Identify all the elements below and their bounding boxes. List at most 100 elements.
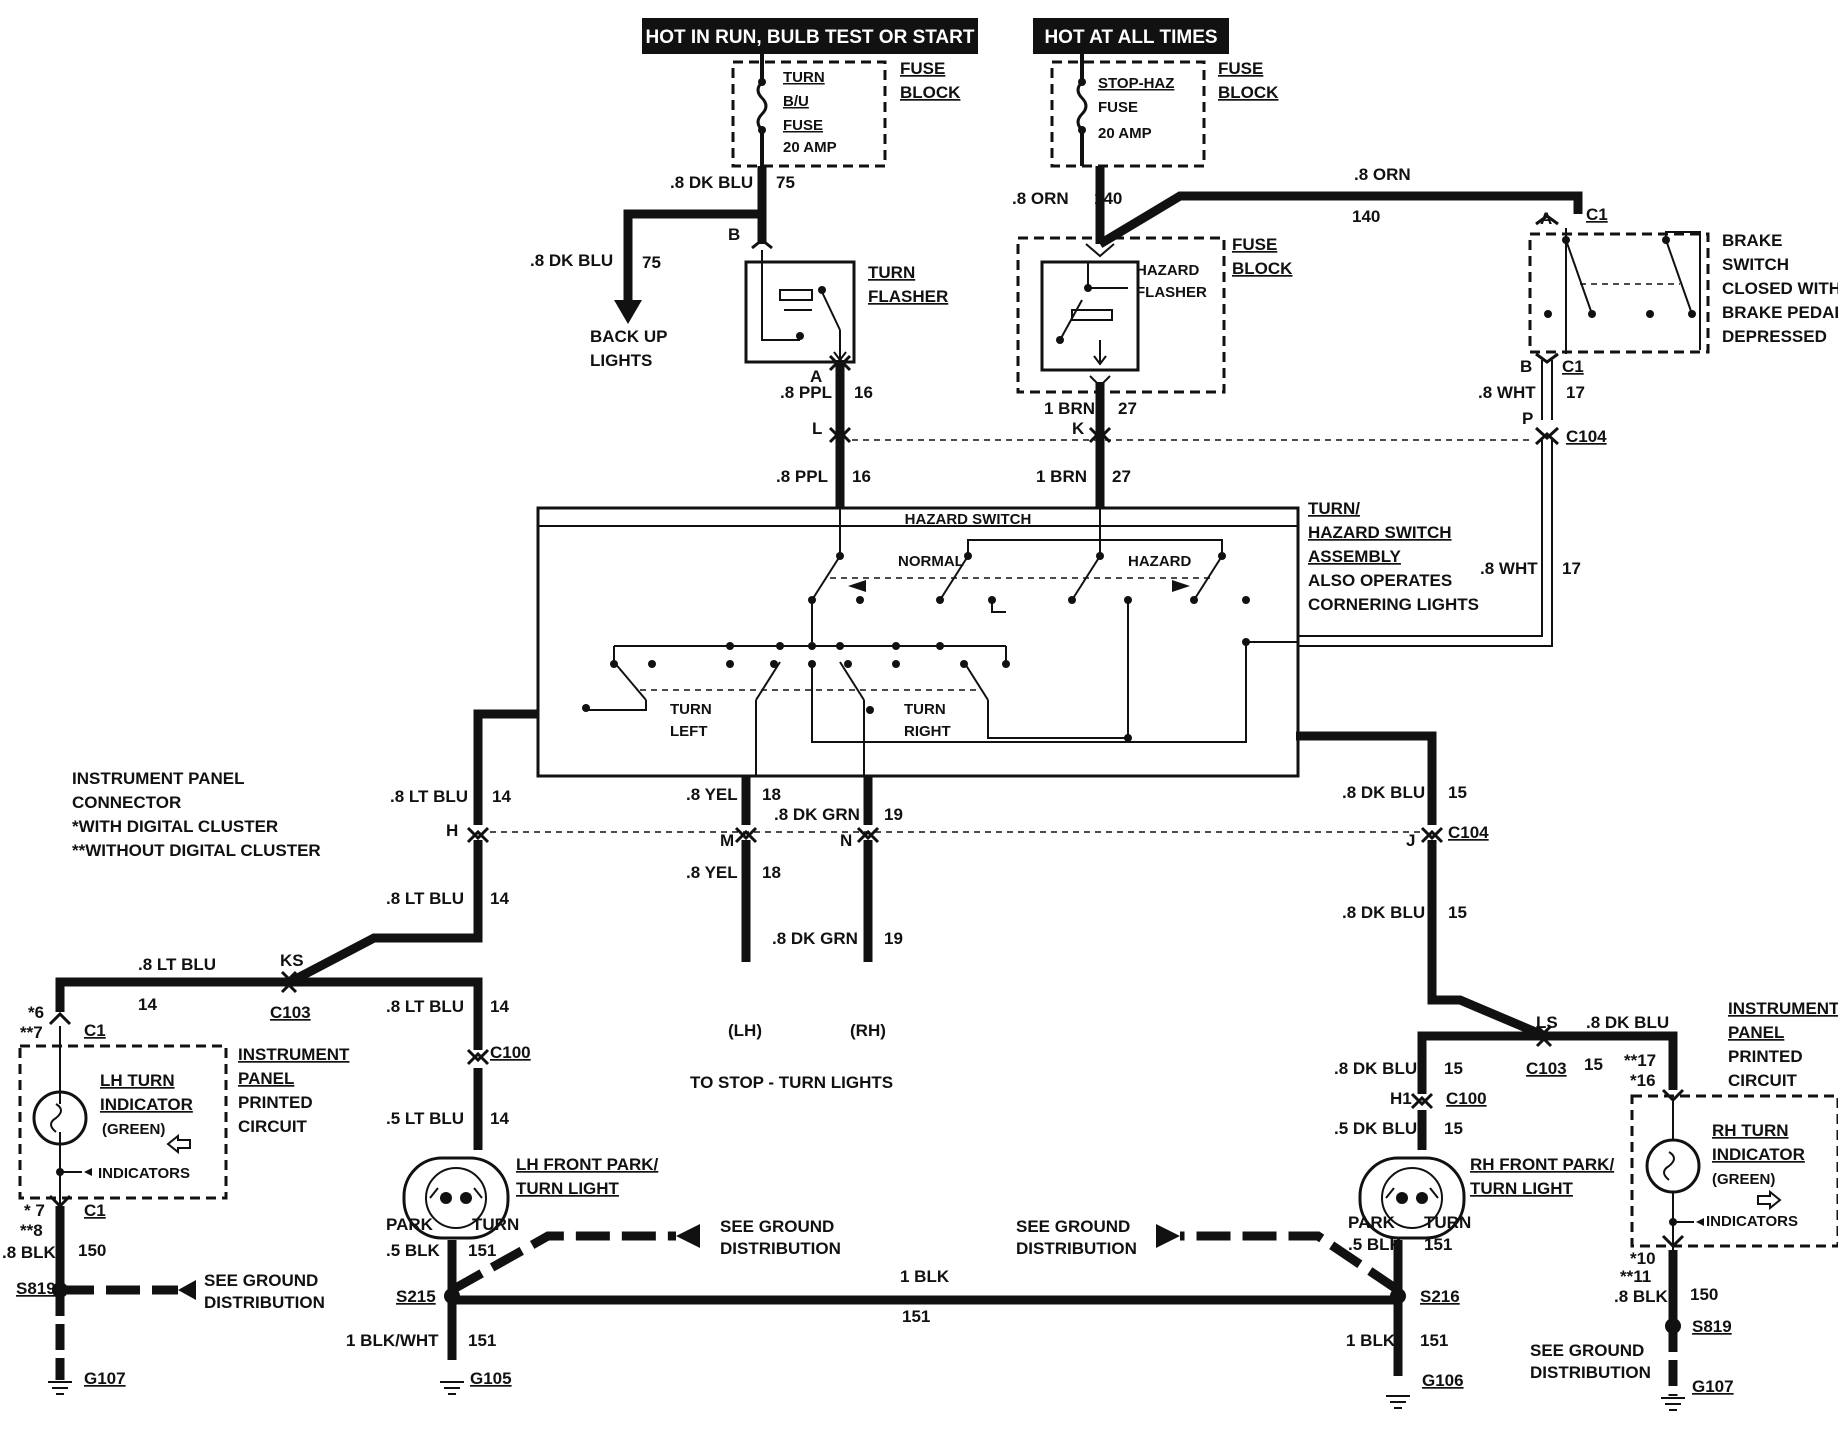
svg-text:151: 151 bbox=[1424, 1235, 1452, 1254]
turn-flasher: TURN FLASHER bbox=[744, 250, 948, 364]
svg-text:(GREEN): (GREEN) bbox=[102, 1121, 165, 1138]
svg-text:BACK UP: BACK UP bbox=[590, 327, 667, 346]
svg-text:FUSE: FUSE bbox=[1098, 99, 1138, 116]
rh-front-park-turn-light: RH FRONT PARK/ TURN LIGHT PARK TURN bbox=[1348, 1155, 1614, 1240]
svg-text:TURN LIGHT: TURN LIGHT bbox=[1470, 1179, 1574, 1198]
hazard-flasher-fuse-block: HAZARD FLASHER FUSE BLOCK bbox=[1016, 235, 1293, 394]
svg-text:TURN LIGHT: TURN LIGHT bbox=[516, 1179, 620, 1198]
svg-text:16: 16 bbox=[852, 467, 871, 486]
svg-text:150: 150 bbox=[78, 1241, 106, 1260]
svg-text:14: 14 bbox=[490, 1109, 509, 1128]
instrument-panel-connector-note: INSTRUMENT PANEL CONNECTOR *WITH DIGITAL… bbox=[72, 769, 321, 860]
svg-text:**11: **11 bbox=[1620, 1267, 1651, 1286]
ground-arrow-left bbox=[178, 1280, 196, 1300]
wire-17-white bbox=[1298, 360, 1553, 647]
svg-text:(LH): (LH) bbox=[728, 1021, 762, 1040]
svg-text:KS: KS bbox=[280, 951, 304, 970]
svg-text:.8 DK BLU: .8 DK BLU bbox=[1334, 1059, 1417, 1078]
svg-text:.8 LT BLU: .8 LT BLU bbox=[386, 889, 464, 908]
svg-text:FLASHER: FLASHER bbox=[868, 287, 948, 306]
svg-text:FUSE: FUSE bbox=[1232, 235, 1277, 254]
svg-text:.5 LT BLU: .5 LT BLU bbox=[386, 1109, 464, 1128]
svg-text:*16: *16 bbox=[1630, 1071, 1656, 1090]
svg-text:G105: G105 bbox=[470, 1369, 512, 1388]
svg-text:*6: *6 bbox=[28, 1003, 44, 1022]
svg-text:PARK: PARK bbox=[386, 1215, 434, 1234]
svg-text:(RH): (RH) bbox=[850, 1021, 886, 1040]
svg-text:20 AMP: 20 AMP bbox=[1098, 125, 1152, 142]
svg-text:.8 YEL: .8 YEL bbox=[686, 785, 738, 804]
svg-text:.8 DK GRN: .8 DK GRN bbox=[774, 805, 860, 824]
svg-text:DISTRIBUTION: DISTRIBUTION bbox=[204, 1293, 325, 1312]
svg-text:C100: C100 bbox=[1446, 1089, 1487, 1108]
svg-text:**WITHOUT DIGITAL CLUSTER: **WITHOUT DIGITAL CLUSTER bbox=[72, 841, 321, 860]
svg-text:A: A bbox=[1540, 209, 1552, 228]
svg-text:DISTRIBUTION: DISTRIBUTION bbox=[1016, 1239, 1137, 1258]
svg-text:G107: G107 bbox=[1692, 1377, 1734, 1396]
svg-text:BRAKE PEDAL: BRAKE PEDAL bbox=[1722, 303, 1838, 322]
svg-text:RH FRONT PARK/: RH FRONT PARK/ bbox=[1470, 1155, 1614, 1174]
splice-dots bbox=[52, 1282, 1681, 1334]
svg-text:TURN: TURN bbox=[904, 701, 946, 718]
svg-text:.8 DK BLU: .8 DK BLU bbox=[1586, 1013, 1669, 1032]
svg-text:K: K bbox=[1072, 419, 1085, 438]
svg-text:SEE GROUND: SEE GROUND bbox=[1016, 1217, 1130, 1236]
svg-text:B: B bbox=[728, 225, 740, 244]
svg-text:SEE GROUND: SEE GROUND bbox=[720, 1217, 834, 1236]
svg-text:TURN: TURN bbox=[670, 701, 712, 718]
svg-text:14: 14 bbox=[490, 997, 509, 1016]
svg-text:S819: S819 bbox=[1692, 1317, 1732, 1336]
svg-text:1 BLK/WHT: 1 BLK/WHT bbox=[346, 1331, 439, 1350]
svg-text:INSTRUMENT: INSTRUMENT bbox=[238, 1045, 350, 1064]
svg-text:ALSO OPERATES: ALSO OPERATES bbox=[1308, 571, 1452, 590]
svg-text:LH FRONT PARK/: LH FRONT PARK/ bbox=[516, 1155, 659, 1174]
svg-text:C1: C1 bbox=[84, 1021, 106, 1040]
svg-text:17: 17 bbox=[1566, 383, 1585, 402]
svg-text:DISTRIBUTION: DISTRIBUTION bbox=[1530, 1363, 1651, 1382]
connector-chevrons bbox=[48, 214, 1685, 1249]
rh-ip-printed-circuit-label: INSTRUMENT PANEL PRINTED CIRCUIT bbox=[1728, 999, 1838, 1090]
svg-text:* 7: * 7 bbox=[24, 1201, 45, 1220]
svg-text:STOP-HAZ: STOP-HAZ bbox=[1098, 75, 1174, 92]
svg-text:B: B bbox=[1520, 357, 1532, 376]
lh-front-park-turn-light: LH FRONT PARK/ TURN LIGHT PARK TURN bbox=[386, 1155, 659, 1240]
svg-text:SEE GROUND: SEE GROUND bbox=[204, 1271, 318, 1290]
svg-text:151: 151 bbox=[468, 1241, 496, 1260]
svg-text:*WITH DIGITAL CLUSTER: *WITH DIGITAL CLUSTER bbox=[72, 817, 278, 836]
svg-text:LEFT: LEFT bbox=[670, 723, 708, 740]
stop-turn-lights-label: (LH) (RH) TO STOP - TURN LIGHTS bbox=[690, 1021, 893, 1092]
svg-text:18: 18 bbox=[762, 863, 781, 882]
svg-text:.8 WHT: .8 WHT bbox=[1480, 559, 1538, 578]
svg-text:.8 DK BLU: .8 DK BLU bbox=[530, 251, 613, 270]
svg-text:15: 15 bbox=[1444, 1059, 1463, 1078]
brake-switch: BRAKE SWITCH CLOSED WITH BRAKE PEDAL DEP… bbox=[1528, 228, 1838, 354]
pin-labels: *6 **7 * 7 **8 **17 *16 *10 **11 bbox=[20, 1003, 1656, 1286]
svg-text:S216: S216 bbox=[1420, 1287, 1460, 1306]
svg-text:140: 140 bbox=[1094, 189, 1122, 208]
svg-text:HOT IN RUN, BULB TEST OR STA: HOT IN RUN, BULB TEST OR START bbox=[646, 27, 975, 48]
svg-text:14: 14 bbox=[492, 787, 511, 806]
svg-text:1 BLK: 1 BLK bbox=[1346, 1331, 1396, 1350]
svg-text:.8 DK BLU: .8 DK BLU bbox=[1342, 783, 1425, 802]
svg-text:.8 PPL: .8 PPL bbox=[780, 383, 832, 402]
svg-text:151: 151 bbox=[902, 1307, 930, 1326]
banner-hot-in-run: HOT IN RUN, BULB TEST OR START bbox=[642, 18, 978, 54]
svg-text:BLOCK: BLOCK bbox=[900, 83, 961, 102]
svg-text:C104: C104 bbox=[1566, 427, 1607, 446]
svg-text:FUSE: FUSE bbox=[783, 117, 823, 134]
svg-text:151: 151 bbox=[468, 1331, 496, 1350]
svg-text:LH TURN: LH TURN bbox=[100, 1071, 175, 1090]
svg-text:.8 LT BLU: .8 LT BLU bbox=[390, 787, 468, 806]
svg-text:P: P bbox=[1522, 409, 1533, 428]
svg-text:RH TURN: RH TURN bbox=[1712, 1121, 1789, 1140]
svg-text:18: 18 bbox=[762, 785, 781, 804]
svg-text:N: N bbox=[840, 831, 852, 850]
svg-text:.8 DK BLU: .8 DK BLU bbox=[670, 173, 753, 192]
svg-text:INSTRUMENT PANEL: INSTRUMENT PANEL bbox=[72, 769, 245, 788]
svg-text:HAZARD SWITCH: HAZARD SWITCH bbox=[1308, 523, 1452, 542]
svg-text:G106: G106 bbox=[1422, 1371, 1464, 1390]
svg-text:FLASHER: FLASHER bbox=[1136, 284, 1207, 301]
svg-text:1 BRN: 1 BRN bbox=[1036, 467, 1087, 486]
ground-symbols bbox=[48, 1381, 1685, 1411]
